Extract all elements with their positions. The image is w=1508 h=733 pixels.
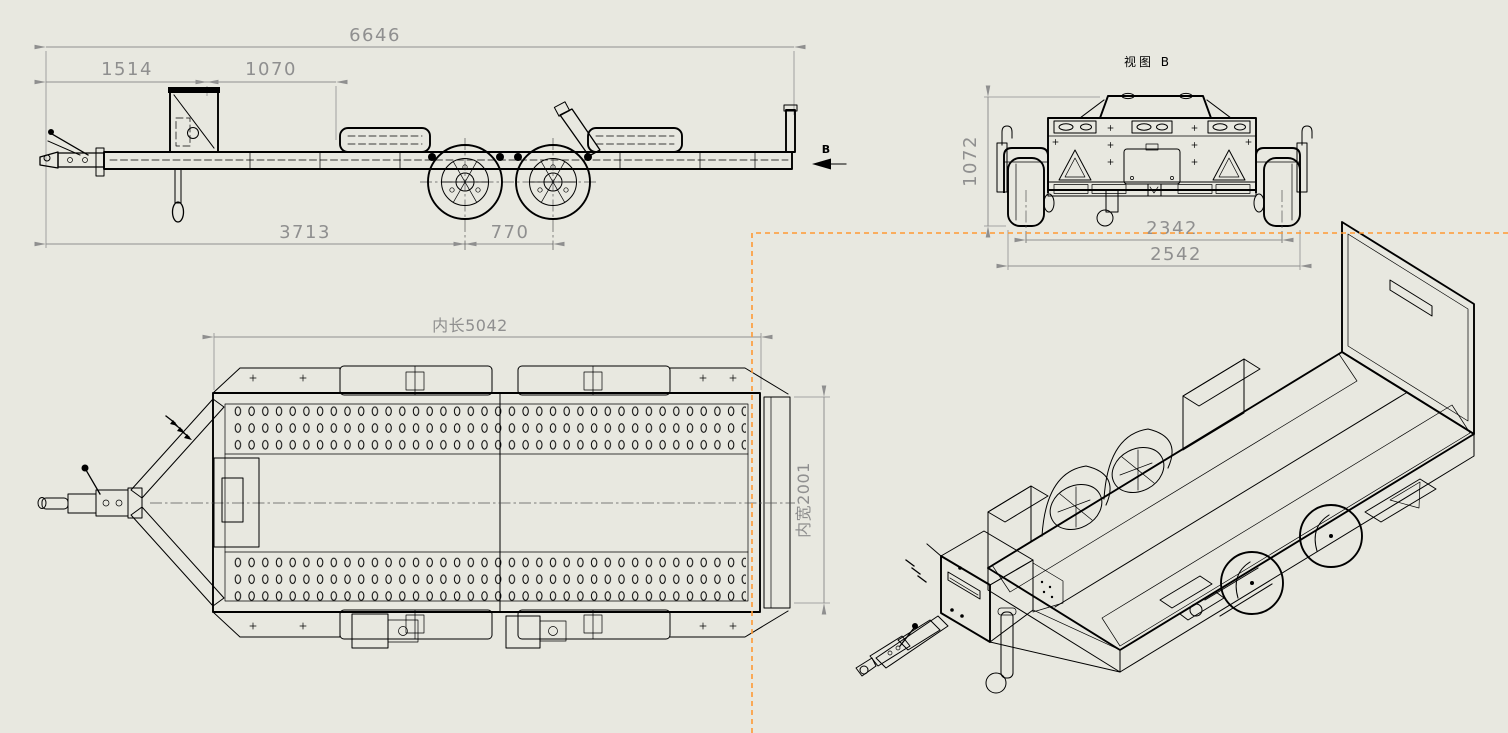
dim-axle-spacing: 770 bbox=[491, 222, 530, 243]
rear-fenders bbox=[1003, 147, 1301, 193]
iso-wheel-1 bbox=[1220, 551, 1284, 615]
coupler bbox=[39, 129, 105, 177]
wheel-1 bbox=[427, 144, 503, 220]
iso-fender-arch-2 bbox=[1103, 428, 1173, 500]
dim-overall-length: 6646 bbox=[349, 25, 401, 46]
dim-inner-width: 内宽2001 bbox=[794, 462, 813, 538]
axle-mechanism-2 bbox=[505, 615, 567, 649]
ramp-lever bbox=[553, 101, 601, 157]
side-view-dimensions: 6646 1514 1070 3713 770 bbox=[34, 25, 806, 250]
dim-track-width: 2342 bbox=[1146, 218, 1198, 239]
tail-lamps bbox=[1053, 120, 1251, 134]
rear-view: 视图 B bbox=[960, 54, 1313, 270]
rear-post bbox=[783, 104, 798, 153]
iso-drawbar bbox=[855, 543, 1121, 677]
rivet-marks bbox=[1052, 125, 1252, 165]
top-view-dimensions: 内长5042 内宽2001 bbox=[202, 316, 830, 615]
rear-jockey-wheel bbox=[1096, 183, 1162, 227]
drawbar-plan bbox=[37, 398, 225, 607]
side-view: 6646 1514 1070 3713 770 bbox=[34, 25, 847, 250]
dim-overall-width: 2542 bbox=[1150, 244, 1202, 265]
top-view-drawing bbox=[37, 365, 795, 649]
iso-deck bbox=[987, 351, 1475, 673]
bottom-edge-fenders bbox=[212, 609, 789, 649]
iso-left-boxes bbox=[987, 358, 1261, 569]
rear-view-title: 视图 B bbox=[1124, 54, 1172, 69]
weld-arrows bbox=[165, 415, 192, 440]
side-view-drawing bbox=[39, 87, 798, 223]
rear-top-box bbox=[1099, 95, 1212, 119]
axle-mechanism-1 bbox=[351, 613, 419, 649]
front-panel bbox=[168, 87, 220, 153]
jockey-wheel bbox=[171, 168, 185, 223]
view-arrow-label: B bbox=[822, 143, 830, 156]
iso-suspension bbox=[1159, 567, 1273, 621]
iso-rear-wall bbox=[1341, 221, 1475, 435]
wheel-2 bbox=[515, 144, 591, 220]
toolbox-plan bbox=[213, 457, 260, 548]
side-posts bbox=[996, 125, 1313, 193]
rear-view-drawing bbox=[996, 92, 1313, 227]
fender-box-rear bbox=[587, 127, 683, 153]
dim-inner-length: 内长5042 bbox=[432, 316, 508, 335]
dim-coupler-to-panel: 1514 bbox=[101, 59, 153, 80]
deck-plan bbox=[212, 392, 761, 613]
view-arrow-b: B bbox=[812, 143, 847, 170]
tie-down-holes-top bbox=[230, 403, 746, 452]
iso-holes-left-strip bbox=[991, 353, 1358, 593]
fender-box-front bbox=[339, 127, 431, 153]
rear-crossmember bbox=[763, 396, 791, 609]
print-area-boundary bbox=[751, 232, 1508, 733]
top-view: 内长5042 内宽2001 bbox=[37, 316, 830, 649]
iso-right-rail-face bbox=[1119, 433, 1475, 673]
iso-view bbox=[855, 221, 1475, 694]
iso-jockey-wheel bbox=[985, 607, 1017, 694]
iso-holes-right-strip bbox=[1101, 404, 1471, 647]
dim-panel-to-deck: 1070 bbox=[245, 59, 297, 80]
iso-rear-bracket bbox=[1364, 478, 1437, 523]
dim-height: 1072 bbox=[960, 135, 981, 187]
iso-fender-arch-1 bbox=[1041, 465, 1111, 537]
iso-wheel-2 bbox=[1299, 504, 1363, 568]
iso-weld-marks bbox=[905, 559, 927, 583]
license-box bbox=[1123, 143, 1181, 185]
reflector-triangles bbox=[1058, 149, 1246, 181]
tie-down-holes-bottom bbox=[230, 554, 746, 603]
dim-hitch-to-axle: 3713 bbox=[279, 222, 331, 243]
top-edge-fenders bbox=[212, 365, 789, 396]
